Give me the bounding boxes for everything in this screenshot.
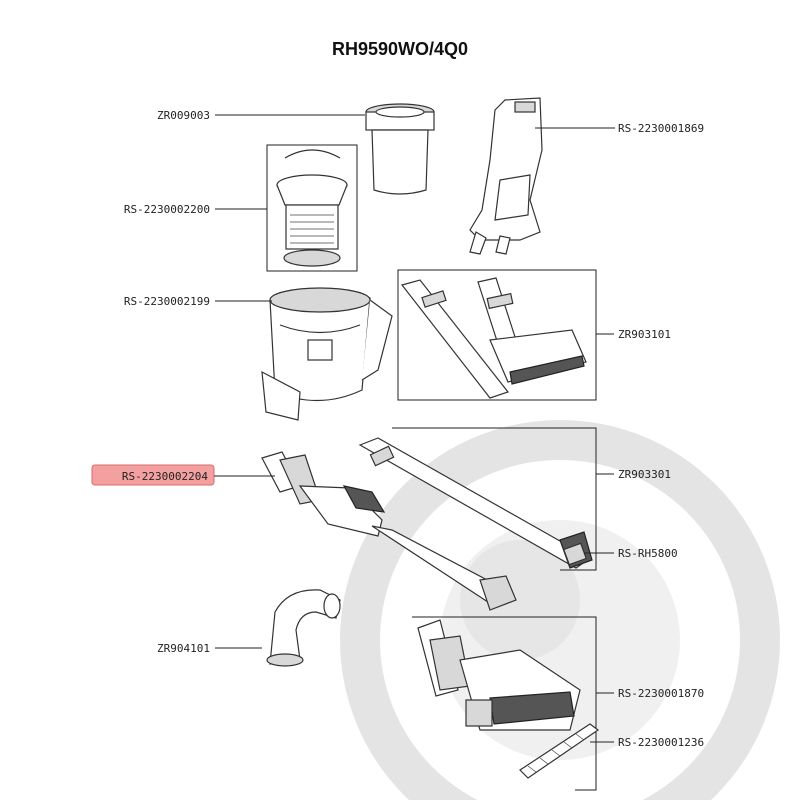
part-RS-RH5800[interactable]: RS-RH5800 <box>563 542 678 566</box>
part-RS-2230001870[interactable]: RS-2230001870 <box>412 616 704 791</box>
part-RS-2230002200[interactable]: RS-2230002200 <box>124 144 358 272</box>
label-RS-2230002200[interactable]: RS-2230002200 <box>124 203 210 216</box>
label-RS-2230001870[interactable]: RS-2230001870 <box>618 687 704 700</box>
part-RS-2230001236[interactable]: RS-2230001236 <box>519 723 704 779</box>
label-ZR904101[interactable]: ZR904101 <box>157 642 210 655</box>
diagram-title: RH9590WO/4Q0 <box>332 39 468 59</box>
label-RS-2230002199[interactable]: RS-2230002199 <box>124 295 210 308</box>
label-RS-2230001236[interactable]: RS-2230001236 <box>618 736 704 749</box>
part-ZR904101[interactable]: ZR904101 <box>157 589 341 667</box>
label-ZR903301[interactable]: ZR903301 <box>618 468 671 481</box>
part-RS-2230001869[interactable]: RS-2230001869 <box>469 97 704 255</box>
part-ZR009003[interactable]: ZR009003 <box>157 103 435 195</box>
part-RS-2230002199[interactable]: RS-2230002199 <box>124 287 393 421</box>
label-RS-2230001869[interactable]: RS-2230001869 <box>618 122 704 135</box>
part-ZR903301[interactable]: ZR903301 <box>358 427 671 571</box>
label-highlight-box <box>91 464 215 486</box>
label-RS-RH5800[interactable]: RS-RH5800 <box>618 547 678 560</box>
label-ZR009003[interactable]: ZR009003 <box>157 109 210 122</box>
label-ZR903101[interactable]: ZR903101 <box>618 328 671 341</box>
label-RS-2230002204[interactable]: RS-2230002204 <box>122 470 208 483</box>
part-RS-2230002204[interactable]: RS-2230002204 <box>91 451 517 611</box>
part-ZR903101[interactable]: ZR903101 <box>397 269 671 401</box>
